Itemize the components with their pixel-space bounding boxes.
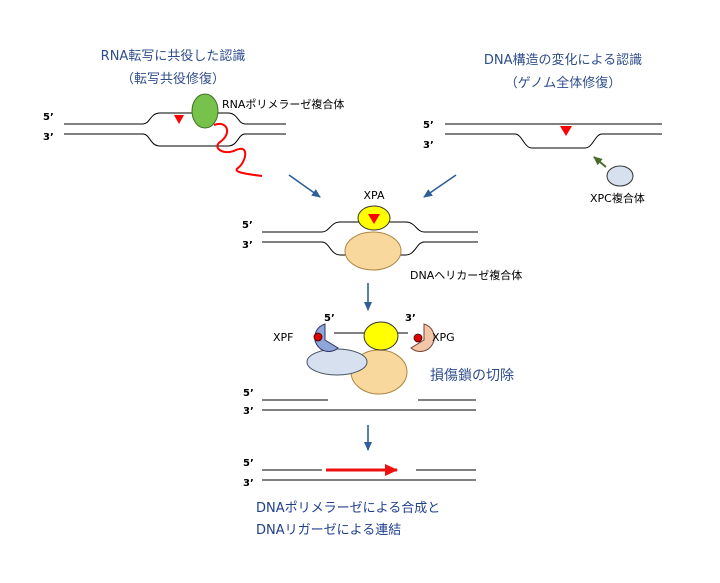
helicase-shape — [344, 231, 402, 271]
gg-three-prime-label: 3’ — [423, 140, 434, 151]
exc-five-prime-end: 5’ — [324, 313, 335, 324]
rna-transcript — [213, 122, 263, 177]
rna-polymerase-shape — [191, 93, 219, 129]
xpa-label: XPA — [364, 189, 385, 202]
tc-top-strand — [64, 112, 286, 125]
gap-three-prime-label: 3’ — [243, 406, 254, 417]
xpg-shape — [410, 323, 435, 352]
rna-polymerase-label: RNAポリメラーゼ複合体 — [222, 97, 344, 111]
xpc-binding-arrow — [593, 156, 607, 168]
syn-three-prime-label: 3’ — [243, 478, 254, 489]
xpg-label: XPG — [432, 331, 455, 344]
exc-xpa-shape — [363, 321, 399, 351]
xpf-shape — [314, 323, 339, 352]
excision-stage: 5’ 3’ XPF XPG 損傷鎖の切除 5’ 3’ — [243, 313, 514, 417]
xpc-complex-shape — [606, 165, 634, 187]
helicase-label: DNAヘリカーゼ複合体 — [410, 268, 522, 282]
gg-ner-dna: 5’ 3’ XPC複合体 — [423, 120, 662, 205]
xpc-label: XPC複合体 — [590, 191, 645, 205]
right-title-line1: DNA構造の変化による認識 — [484, 52, 642, 68]
gg-to-xpa-arrow — [423, 174, 457, 198]
helicase-stage: 5’ 3’ XPA DNAヘリカーゼ複合体 — [242, 189, 522, 282]
gap-five-prime-label: 5’ — [243, 388, 254, 399]
xpf-label: XPF — [273, 331, 294, 344]
tc-bottom-strand — [64, 133, 286, 147]
left-title-line2: （転写共役修復） — [121, 71, 225, 87]
exc-xpc-shape — [306, 348, 368, 376]
tc-ner-dna: 5’ 3’ RNAポリメラーゼ複合体 — [43, 93, 344, 177]
hel-damage-marker — [368, 214, 380, 224]
tc-damage-marker — [174, 115, 184, 124]
synthesis-stage: 5’ 3’ DNAポリメラーゼによる合成と DNAリガーゼによる連結 — [243, 458, 476, 538]
tc-five-prime-label: 5’ — [43, 112, 54, 123]
tc-to-xpa-arrow — [288, 174, 321, 198]
left-title-line1: RNA転写に共役した認識 — [101, 48, 246, 64]
right-title-line2: （ゲノム全体修復） — [505, 75, 622, 91]
hel-five-prime-label: 5’ — [242, 220, 253, 231]
gg-five-prime-label: 5’ — [423, 120, 434, 131]
synthesis-line2: DNAリガーゼによる連結 — [256, 523, 401, 538]
tc-three-prime-label: 3’ — [43, 132, 54, 143]
exc-three-prime-end: 3’ — [405, 313, 416, 324]
gg-bottom-strand — [445, 133, 662, 149]
xpf-active-site — [313, 332, 323, 342]
syn-five-prime-label: 5’ — [243, 458, 254, 469]
synthesis-line1: DNAポリメラーゼによる合成と — [256, 501, 440, 516]
gg-damage-marker — [560, 126, 572, 136]
hel-three-prime-label: 3’ — [242, 240, 253, 251]
excision-label: 損傷鎖の切除 — [430, 368, 514, 384]
xpg-active-site — [413, 333, 423, 343]
